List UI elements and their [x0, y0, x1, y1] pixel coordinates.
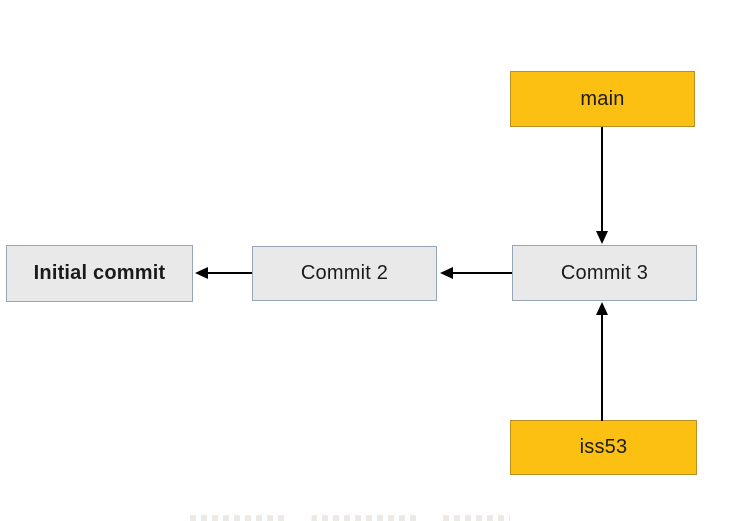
branch-label-iss53: iss53 [579, 436, 628, 458]
commit-node-commit-3: Commit 3 [512, 245, 697, 301]
branch-node-main: main [510, 71, 695, 127]
cut-off-caption-fragment [190, 515, 510, 521]
arrowhead-down-icon [596, 231, 608, 244]
commit-node-initial-commit: Initial commit [6, 245, 193, 302]
commit-label-commit-2: Commit 2 [300, 262, 389, 284]
arrowhead-left-icon [195, 267, 208, 279]
commit-node-commit-2: Commit 2 [252, 246, 437, 301]
arrow-line-iss53-to-commit3 [601, 314, 603, 421]
arrowhead-up-icon [596, 302, 608, 315]
branch-label-main: main [580, 87, 625, 110]
arrow-line-commit2-to-initial-commit [207, 272, 252, 274]
branch-node-iss53: iss53 [510, 420, 697, 475]
commit-label-commit-3: Commit 3 [560, 261, 649, 284]
arrowhead-left-icon [440, 267, 453, 279]
arrow-line-main-to-commit3 [601, 127, 603, 232]
arrow-line-commit3-to-commit2 [452, 272, 512, 274]
commit-label-initial-commit: Initial commit [33, 262, 166, 284]
